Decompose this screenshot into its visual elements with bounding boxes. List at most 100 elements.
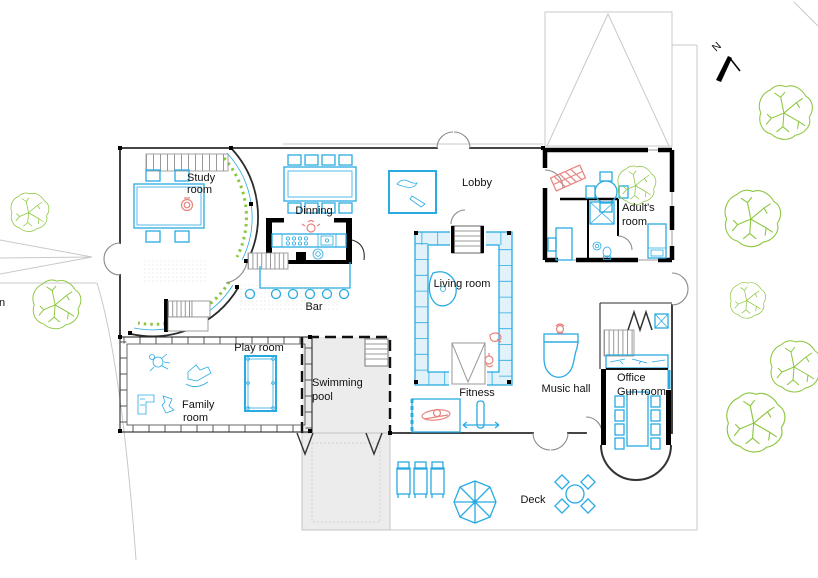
kitchen-red-pot <box>301 219 321 233</box>
toy-teddy <box>149 353 171 372</box>
red-figure <box>489 332 502 343</box>
dinning-label: Dinning <box>295 205 332 217</box>
living-label: Living room <box>434 278 491 290</box>
office-label-line2: Gun room <box>617 386 666 398</box>
gun-rack <box>605 354 669 369</box>
study-room: Study room <box>133 153 229 243</box>
office-label-line1: Office <box>617 372 646 384</box>
family-room-outer-wall <box>119 336 313 433</box>
edge-cut-text: n <box>0 297 5 309</box>
north-label: N <box>710 40 724 54</box>
tower-roof-line <box>546 12 670 147</box>
pool-glass-wall <box>300 335 392 433</box>
study-label-line2: room <box>187 184 212 196</box>
sink-drain <box>315 251 321 257</box>
zigzag-symbol <box>627 309 653 333</box>
grand-piano <box>543 333 579 378</box>
toy-rocking-horse <box>185 364 212 387</box>
desk <box>547 227 573 261</box>
kitchen-pier <box>296 252 306 264</box>
kitchen-stairs <box>247 252 289 270</box>
family-label-line1: Family <box>182 399 215 411</box>
study-red-object <box>180 197 194 212</box>
deck-table-set <box>554 474 596 514</box>
sink-bowl <box>312 248 324 260</box>
tree-icon <box>726 392 786 453</box>
dining-table <box>283 166 357 202</box>
swimming-pool-room: Swimming pool <box>296 335 392 531</box>
family-room-window-mullions <box>120 337 312 432</box>
conference-chairs <box>614 395 661 450</box>
living-ramp <box>451 342 486 385</box>
pool-inner-line <box>311 442 381 523</box>
red-figure <box>484 353 494 368</box>
bar-counter <box>259 262 351 289</box>
umbrella <box>453 480 497 524</box>
tree-icon <box>729 281 766 319</box>
floor-texture <box>142 258 206 282</box>
lobby: Lobby <box>388 170 492 214</box>
bathroom-partitions <box>587 199 619 260</box>
tree-icon <box>724 189 782 248</box>
family-room-inner-wall <box>126 343 306 426</box>
adults-label-line1: Adult's <box>622 202 655 214</box>
lobby-label: Lobby <box>462 177 492 189</box>
treadmill-figure <box>421 408 451 421</box>
shaft-x-box <box>654 313 669 329</box>
red-rug <box>549 164 587 192</box>
bar-area: Bar <box>142 258 351 313</box>
adults-room: Adult's room <box>542 147 675 263</box>
pool-label-line1: Swimming <box>312 377 363 389</box>
pianist-figure <box>555 323 565 334</box>
fitness-area: Fitness <box>410 387 500 433</box>
bay-wall <box>600 444 672 481</box>
conference-table <box>626 391 649 447</box>
bookshelf <box>145 153 229 172</box>
play-room: Play room <box>234 342 284 412</box>
tree-icon <box>617 165 657 205</box>
bar-stools <box>244 288 350 300</box>
pool-label-line2: pool <box>312 391 333 403</box>
fitness-label: Fitness <box>459 387 495 399</box>
dining-chairs <box>287 154 353 214</box>
living-stair <box>450 209 484 254</box>
tree-icon <box>770 340 818 393</box>
deck: Deck <box>396 461 596 524</box>
office-stairs <box>603 329 635 357</box>
building-walls <box>103 131 689 451</box>
office-gun-room: Office Gun room <box>599 302 672 481</box>
bar-label: Bar <box>305 301 322 313</box>
counter-curve <box>351 239 365 261</box>
study-chairs <box>145 169 190 243</box>
study-table <box>133 183 205 229</box>
shower <box>589 201 615 225</box>
adults-label-line2: room <box>622 216 647 228</box>
toilet <box>602 246 612 260</box>
lobby-rug-pattern <box>396 179 426 208</box>
pool-steps <box>364 338 389 367</box>
site-boundary <box>0 1 818 561</box>
tree-icon <box>758 84 813 140</box>
bench-press <box>462 400 500 429</box>
kitchen-counter <box>271 233 347 248</box>
pool-table <box>244 355 277 412</box>
kitchen <box>247 218 365 270</box>
fitness-mat <box>411 398 461 433</box>
deck-label: Deck <box>520 494 546 506</box>
stove-burners <box>285 236 308 246</box>
washbasin <box>592 241 602 251</box>
music-label: Music hall <box>542 383 591 395</box>
round-table-set <box>585 171 629 213</box>
living-room: Living room <box>414 209 513 387</box>
family-label-line2: room <box>183 412 208 424</box>
north-compass: N <box>710 40 741 82</box>
family-room: Family room <box>137 353 215 424</box>
north-arrow-icon <box>716 56 732 82</box>
dinning-room: Dinning <box>283 154 357 217</box>
music-hall: Music hall <box>542 323 591 395</box>
driveway-lines <box>0 239 137 561</box>
study-label-line1: Study <box>187 172 216 184</box>
west-staircase <box>164 299 211 332</box>
